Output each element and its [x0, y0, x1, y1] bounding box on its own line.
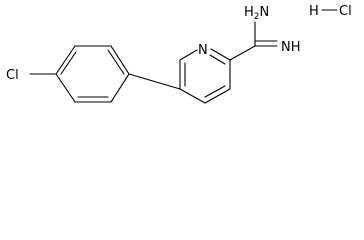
pyridine-nitrogen-label: N	[198, 43, 208, 58]
structure-canvas: H2N NH N Cl H Cl	[6, 4, 352, 104]
bond-c3-c4-double	[204, 85, 226, 98]
bond-c6-n	[179, 49, 198, 61]
bond-ar-1	[110, 45, 130, 75]
bond-ar-6	[110, 73, 130, 103]
chlorophenyl-ring	[29, 45, 181, 103]
chlorine-label: Cl	[6, 68, 19, 83]
bond-n-c2	[210, 48, 231, 61]
chemical-structure-drawing: H2N NH N Cl H Cl	[6, 4, 352, 104]
hcl-chlorine-label: Cl	[339, 4, 352, 19]
bond-c3-c4	[204, 88, 231, 104]
amine-label: H2N	[244, 5, 269, 22]
imine-label: NH	[281, 40, 301, 55]
bond-ar-3	[55, 45, 76, 75]
bond-c4-c5	[179, 88, 206, 104]
pyridine-ring	[179, 48, 231, 104]
bond-pyridine-aryl	[128, 73, 181, 90]
hcl-hydrogen-label: H	[309, 4, 319, 19]
bond-c2-amidine-c	[229, 45, 256, 61]
amidine-group	[229, 21, 278, 61]
bond-n-c2-double	[209, 54, 226, 65]
bond-ar-3-double	[60, 51, 77, 75]
bond-ar-4	[55, 73, 76, 103]
bond-ar-1-double	[107, 49, 125, 75]
